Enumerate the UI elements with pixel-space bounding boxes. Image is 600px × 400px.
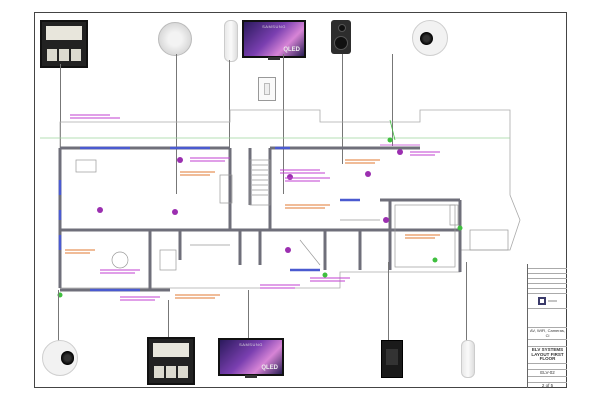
- leader-line: [229, 60, 230, 190]
- dome-camera-icon: [42, 340, 78, 376]
- leader-line: [176, 54, 177, 194]
- leader-line: [388, 262, 389, 342]
- floor-plan: [40, 109, 521, 301]
- title-block-row: [528, 264, 567, 269]
- drawing-number: ELV-02: [528, 370, 567, 377]
- sheet-number: 2 of 5: [541, 383, 554, 388]
- thermostat-icon: [147, 337, 195, 385]
- title-block-row: [528, 274, 567, 279]
- title-block-row: [528, 279, 567, 284]
- leader-line: [283, 54, 284, 194]
- leader-line: [58, 290, 59, 342]
- tv-icon: SAMSUNG QLED: [242, 20, 306, 60]
- title-block: AV, WIFI, Cameras, Cl ELV SYSTEMS LAYOUT…: [527, 264, 567, 388]
- leader-line: [466, 262, 467, 342]
- tv-icon: SAMSUNG QLED: [218, 338, 284, 378]
- wireless-access-point-icon: [224, 20, 238, 62]
- company-logo: [528, 294, 567, 309]
- drawing-sheet-border: [34, 12, 567, 388]
- title-block-row: [528, 289, 567, 294]
- title-block-row: [528, 269, 567, 274]
- leader-line: [342, 54, 343, 164]
- title-block-row: [528, 284, 567, 289]
- dome-camera-icon: [412, 20, 448, 56]
- drawing-title: ELV SYSTEMS LAYOUT FIRST FLOOR: [528, 347, 567, 364]
- leader-line: [248, 290, 249, 338]
- leader-line: [168, 300, 169, 338]
- wireless-access-point-icon: [461, 340, 475, 378]
- rack-panel-icon: [381, 340, 403, 378]
- ceiling-speaker-icon: [158, 22, 192, 56]
- drawing-description: AV, WIFI, Cameras, Cl: [528, 328, 567, 340]
- leader-line: [392, 54, 393, 146]
- keypad-icon: [258, 77, 276, 101]
- outer-outline: [59, 109, 521, 289]
- thermostat-icon: [40, 20, 88, 68]
- bookshelf-speaker-icon: [331, 20, 351, 54]
